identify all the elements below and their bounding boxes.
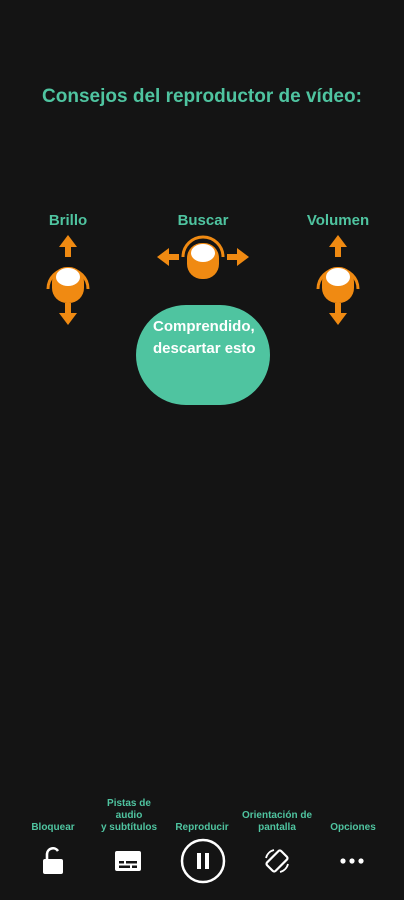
swipe-vertical-icon <box>316 235 360 325</box>
play-pause-button[interactable] <box>178 836 228 886</box>
player-controls <box>0 836 404 886</box>
screen-rotation-icon <box>265 849 289 873</box>
orientation-label: Orientación de pantalla <box>241 810 312 833</box>
page-title: Consejos del reproductor de vídeo: <box>42 86 362 107</box>
play-label: Reproducir <box>175 822 229 833</box>
pause-icon <box>180 838 226 884</box>
lock-button[interactable] <box>33 836 73 886</box>
gesture-buscar: Buscar <box>148 212 258 287</box>
rotate-screen-button[interactable] <box>257 836 297 886</box>
swipe-vertical-icon <box>46 235 90 325</box>
lock-icon <box>43 847 63 874</box>
tracks-label: Pistas de audio y subtítulos <box>100 798 158 833</box>
lock-label: Bloquear <box>31 822 75 833</box>
options-label: Opciones <box>330 822 376 833</box>
dismiss-tips-button[interactable]: Comprendido, descartar esto <box>136 305 270 405</box>
gesture-buscar-label: Buscar <box>177 212 229 229</box>
swipe-horizontal-icon <box>157 235 249 279</box>
subtitles-icon <box>115 851 141 871</box>
gesture-brillo: Brillo <box>28 212 108 327</box>
gesture-brillo-label: Brillo <box>48 212 88 229</box>
gesture-volumen: Volumen <box>296 212 380 327</box>
more-options-button[interactable] <box>332 836 372 886</box>
gesture-volumen-label: Volumen <box>306 212 370 229</box>
subtitles-button[interactable] <box>108 836 148 886</box>
control-labels: Bloquear Pistas de audio y subtítulos Re… <box>0 790 404 834</box>
more-horiz-icon <box>340 858 364 864</box>
